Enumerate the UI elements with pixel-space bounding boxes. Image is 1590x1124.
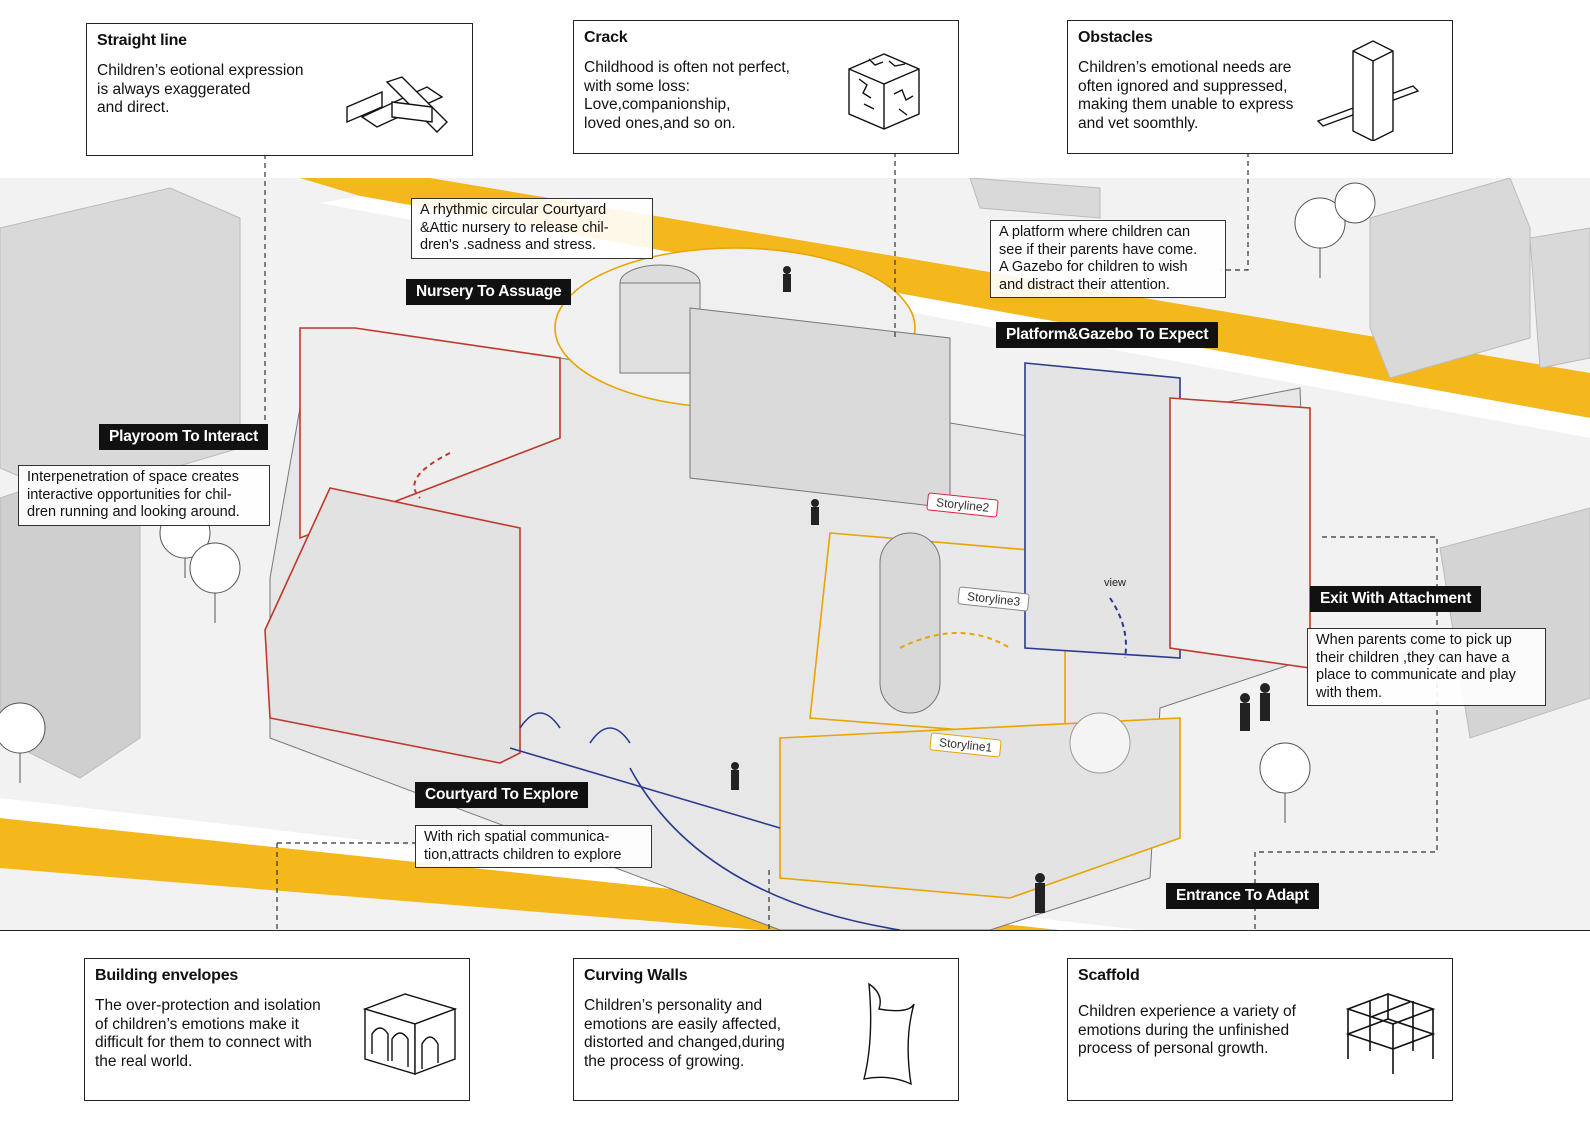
card-building-envelopes: Building envelopes The over-protection a… [84, 958, 470, 1101]
card-text: Children experience a variety of emotion… [1078, 1003, 1296, 1057]
crossed-beams-icon [346, 76, 448, 133]
tag-exit: Exit With Attachment [1310, 586, 1482, 612]
note-nursery: A rhythmic circular Courtyard &Attic nur… [411, 198, 653, 259]
card-text: The over-protection and isolation of chi… [95, 997, 321, 1070]
card-title: Building envelopes [95, 967, 239, 984]
card-title: Crack [584, 29, 628, 46]
tag-playroom: Playroom To Interact [99, 424, 269, 450]
note-courtyard: With rich spatial communica- tion,attrac… [415, 825, 652, 868]
tag-platform: Platform&Gazebo To Expect [996, 322, 1219, 348]
card-text: Children’s personality and emotions are … [584, 997, 785, 1070]
journey-arrows [413, 452, 1127, 659]
arcade [509, 712, 901, 930]
note-exit: When parents come to pick up their child… [1307, 628, 1546, 706]
note-playroom: Interpenetration of space creates intera… [18, 465, 270, 526]
card-scaffold: Scaffold Children experience a variety o… [1067, 958, 1453, 1101]
tag-nursery: Nursery To Assuage [406, 279, 572, 305]
axonometric-scene [0, 178, 1590, 930]
card-curving-walls: Curving Walls Children’s personality and… [573, 958, 959, 1101]
curved-wall-icon [863, 982, 915, 1086]
card-text: Childhood is often not perfect, with som… [584, 59, 790, 132]
card-text: Children’s eotional expression is always… [97, 62, 304, 116]
card-title: Curving Walls [584, 967, 688, 984]
card-title: Obstacles [1078, 29, 1153, 46]
trees [0, 182, 1376, 823]
view-label: view [1104, 577, 1127, 589]
block-with-plank-icon [1316, 40, 1420, 141]
card-straight-line: Straight line Children’s eotional expres… [86, 23, 473, 156]
scaffold-frame-icon [1345, 993, 1436, 1074]
note-platform: A platform where children can see if the… [990, 220, 1226, 298]
tag-courtyard: Courtyard To Explore [415, 782, 589, 808]
tag-entrance: Entrance To Adapt [1166, 883, 1319, 909]
card-title: Scaffold [1078, 967, 1140, 984]
card-text: Children’s emotional needs are often ign… [1078, 59, 1294, 132]
card-crack: Crack Childhood is often not perfect, wi… [573, 20, 959, 154]
cracked-cube-icon [848, 53, 920, 130]
arched-box-icon [362, 993, 458, 1076]
card-obstacles: Obstacles Children’s emotional needs are… [1067, 20, 1453, 154]
card-title: Straight line [97, 32, 187, 49]
